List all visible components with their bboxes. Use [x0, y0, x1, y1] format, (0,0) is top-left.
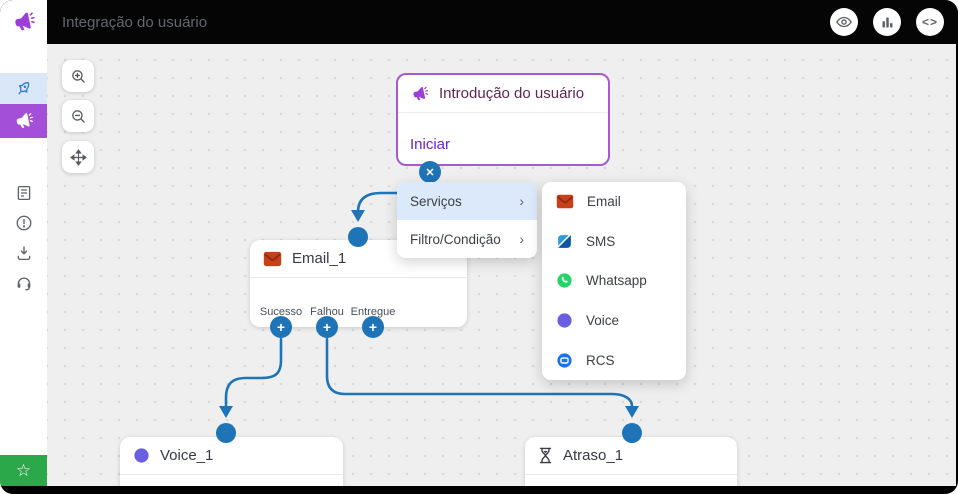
start-node-header: Introdução do usuário: [398, 75, 608, 113]
arrowhead: [219, 406, 233, 418]
start-node[interactable]: Introdução do usuário Iniciar ✕: [396, 73, 610, 183]
analytics-button[interactable]: [873, 8, 901, 36]
bar-chart-icon: [880, 15, 895, 30]
pan-move-icon: [69, 148, 87, 166]
chevron-right-icon: ›: [519, 193, 524, 209]
menu-item-label: Serviços: [410, 193, 462, 209]
output-label-entregue: Entregue: [350, 306, 396, 318]
voice-icon: [556, 312, 573, 329]
context-menu: Serviços › Filtro/Condição ›: [397, 182, 537, 258]
preview-button[interactable]: [830, 8, 858, 36]
add-step-entregue-button[interactable]: +: [362, 316, 384, 338]
submenu-item-sms[interactable]: SMS: [542, 221, 686, 262]
sidebar-item-docs[interactable]: [0, 178, 47, 208]
favorites-button[interactable]: ☆: [0, 455, 47, 486]
voice-icon: [133, 447, 150, 464]
zoom-out-button[interactable]: [62, 100, 94, 132]
arrowhead: [351, 210, 365, 222]
email-node-header: Email_1: [250, 240, 467, 278]
submenu-item-whatsapp[interactable]: Whatsapp: [542, 261, 686, 301]
megaphone-icon: [411, 85, 429, 103]
megaphone-icon: [14, 111, 34, 131]
edge-sucesso-to-voice: [224, 337, 283, 410]
voice-node[interactable]: Voice_1: [120, 437, 343, 486]
voice-node-header: Voice_1: [120, 437, 343, 475]
menu-item-label: Filtro/Condição: [410, 231, 501, 247]
code-icon: <>: [921, 15, 938, 29]
rocket-icon: [14, 79, 33, 98]
sidebar-item-support[interactable]: [0, 268, 47, 298]
submenu-item-label: Voice: [586, 313, 620, 329]
email-node-title: Email_1: [292, 250, 347, 267]
delay-node-header: Atraso_1: [525, 437, 737, 475]
submenu-item-email[interactable]: Email: [542, 182, 686, 222]
download-icon: [15, 244, 33, 262]
flow-canvas[interactable]: Introdução do usuário Iniciar ✕: [47, 44, 956, 486]
pan-button[interactable]: [62, 141, 94, 173]
chevron-right-icon: ›: [519, 231, 524, 247]
voice-node-input-port[interactable]: [216, 423, 236, 443]
sidebar-item-download[interactable]: [0, 238, 47, 268]
close-icon: ✕: [425, 166, 435, 179]
whatsapp-icon: [556, 272, 573, 289]
start-node-title: Introdução do usuário: [439, 85, 585, 102]
menu-item-servicos[interactable]: Serviços ›: [397, 182, 537, 220]
submenu-item-label: Whatsapp: [586, 273, 647, 289]
voice-node-title: Voice_1: [160, 447, 214, 464]
sidebar-item-alerts[interactable]: [0, 208, 47, 238]
embed-code-button[interactable]: <>: [916, 8, 944, 36]
sms-icon: [556, 233, 573, 250]
add-step-falhou-button[interactable]: +: [316, 316, 338, 338]
submenu-item-label: RCS: [586, 352, 615, 368]
app-logo[interactable]: [0, 0, 47, 44]
submenu-item-label: SMS: [586, 233, 616, 249]
submenu-item-voice[interactable]: Voice: [542, 300, 686, 341]
email-icon: [556, 194, 574, 209]
zoom-in-icon: [70, 68, 87, 85]
flow-title: Integração do usuário: [62, 13, 208, 31]
star-icon: ☆: [15, 460, 32, 480]
sidebar-item-launch[interactable]: [0, 73, 47, 104]
sidebar: »: [0, 44, 47, 486]
plus-icon: +: [368, 319, 378, 335]
menu-item-filtro-condicao[interactable]: Filtro/Condição ›: [397, 220, 537, 258]
topbar-actions: <>: [830, 8, 958, 36]
top-bar: Integração do usuário: [0, 0, 958, 44]
warning-icon: [15, 214, 33, 232]
megaphone-logo-icon: [12, 10, 36, 34]
start-action-label: Iniciar: [410, 136, 451, 153]
headset-icon: [15, 274, 33, 292]
sidebar-item-campaign[interactable]: [0, 104, 47, 138]
output-label-sucesso: Sucesso: [259, 306, 303, 318]
document-icon: [15, 184, 33, 202]
submenu-item-rcs[interactable]: RCS: [542, 340, 686, 380]
main-area: »: [0, 44, 956, 486]
add-step-sucesso-button[interactable]: +: [270, 316, 292, 338]
services-submenu: Email SMS: [542, 182, 686, 380]
delay-node-input-port[interactable]: [622, 423, 642, 443]
zoom-in-button[interactable]: [62, 60, 94, 92]
delay-node[interactable]: Atraso_1: [525, 437, 737, 486]
plus-icon: +: [322, 319, 332, 335]
email-icon: [263, 251, 282, 267]
start-port-close-button[interactable]: ✕: [419, 161, 441, 183]
eye-icon: [835, 13, 853, 31]
zoom-out-icon: [70, 108, 87, 125]
output-label-falhou: Falhou: [310, 306, 344, 318]
hourglass-icon: [538, 447, 553, 464]
plus-icon: +: [276, 319, 286, 335]
submenu-item-label: Email: [587, 194, 621, 210]
arrowhead: [625, 406, 639, 418]
rcs-icon: [556, 352, 573, 369]
delay-node-title: Atraso_1: [563, 447, 624, 464]
email-node-input-port[interactable]: [348, 227, 368, 247]
